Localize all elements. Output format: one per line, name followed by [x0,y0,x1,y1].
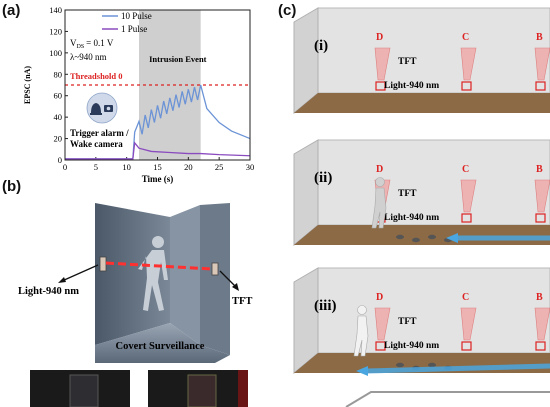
y-tick-label: 140 [49,5,62,15]
sensor-label-D: D [376,292,383,303]
sensor-label-C: C [462,32,469,43]
x-tick-label: 20 [184,162,193,172]
legend-1-pulse: 1 Pulse [121,24,147,34]
camera-frame-right-door [188,375,216,407]
camera-frame-left-door [70,375,98,407]
right-wall [200,203,230,355]
y-tick-label: 120 [49,26,62,36]
sensor-label-C: C [462,164,469,175]
back-wall [170,205,200,345]
room-tft-label: TFT [398,189,417,199]
tft-device [212,263,218,275]
sensor-label-C: C [462,292,469,303]
sensor-label-B: B [536,32,543,43]
footprint [428,235,436,239]
y-tick-label: 20 [54,134,63,144]
room-light-label: Light-940 nm [384,341,439,351]
room-light-label: Light-940 nm [384,213,439,223]
footprint [428,363,436,367]
x-tick-label: 10 [122,162,131,172]
x-tick-label: 15 [153,162,162,172]
y-tick-label: 60 [54,91,63,101]
y-tick-label: 100 [49,48,62,58]
sensor-label-D: D [376,164,383,175]
footprint [412,238,420,242]
room-3: (iii) D C B TFT Light-940 nm [294,268,550,376]
intrusion-event-label: Intrusion Event [149,54,207,64]
room-tft-label: TFT [398,317,417,327]
light-source-device [100,257,106,271]
sensor-array-scenes: (i) D C B TFT Light-940 nm (ii) D C B TFT Light-940… [276,0,550,407]
legend-10-pulse: 10 Pulse [121,11,152,21]
vds-value: = 0.1 V [86,38,114,48]
sensor-label-B: B [536,164,543,175]
room-floor [294,93,550,113]
threshold-label: Threadshold 0 [70,71,123,81]
room-label: (i) [314,38,328,54]
alarm-camera-icon [87,93,117,123]
y-axis-label: EPSC (nA) [23,66,32,104]
footprint [396,235,404,239]
room-label: (ii) [314,170,332,186]
tft-label-b: TFT [232,296,252,307]
vds-subscript: DS [77,44,85,50]
alarm-text-line1: Trigger alarm / [70,128,129,138]
sensor-label-D: D [376,32,383,43]
sensor-label-B: B [536,292,543,303]
room-label: (iii) [314,298,337,314]
x-axis-label: Time (s) [142,174,174,184]
vds-annotation: VDS= 0.1 V [70,38,114,50]
light-label-b: Light-940 nm [18,286,79,297]
covert-surveillance-caption: Covert Surveillance [116,341,205,352]
wavelength-annotation: λ~940 nm [70,52,106,62]
room-light-label: Light-940 nm [384,81,439,91]
alarm-text-line2: Wake camera [70,139,123,149]
room-tft-label: TFT [398,57,417,67]
y-tick-label: 80 [54,69,63,79]
room-1: (i) D C B TFT Light-940 nm [294,8,550,113]
x-tick-label: 30 [246,162,255,172]
y-tick-label: 40 [54,112,63,122]
room-iv-partial-outline [346,392,550,407]
room-floor [294,225,550,245]
covert-surveillance-scene: Light-940 nm TFT Covert Surveillance [0,195,275,407]
footprint [396,363,404,367]
x-tick-label: 5 [94,162,98,172]
y-tick-label: 0 [58,155,62,165]
room-2: (ii) D C B TFT Light-940 nm [294,140,550,245]
camera-frame-right-glow [238,370,248,407]
x-tick-label: 25 [215,162,224,172]
x-tick-label: 0 [63,162,67,172]
light-arrow [62,265,98,281]
light-arrow-head [58,277,66,283]
